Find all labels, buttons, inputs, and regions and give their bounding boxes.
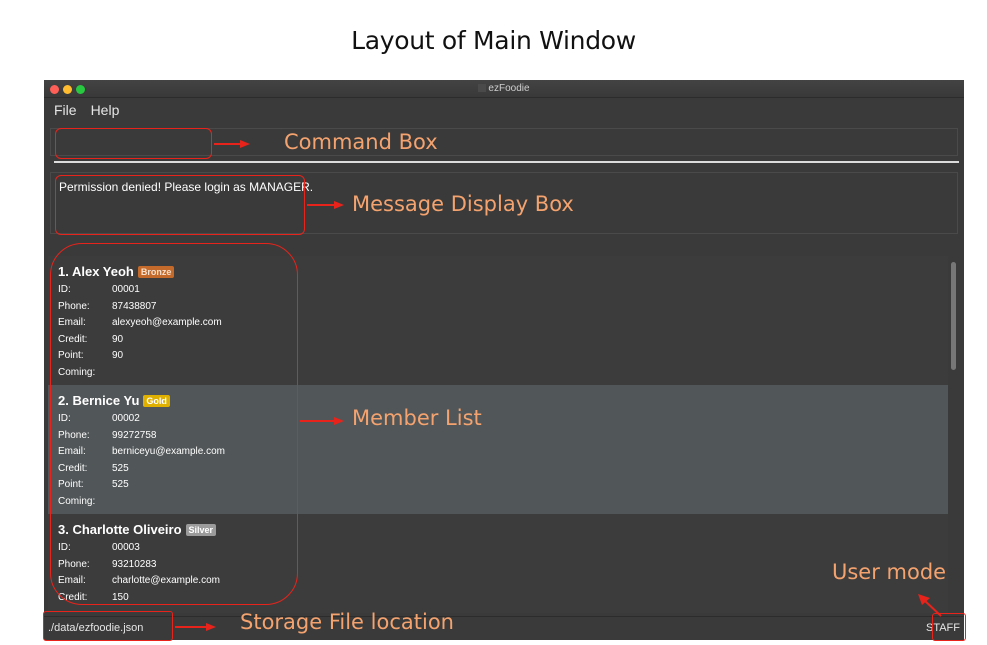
field-label: Point: (58, 479, 84, 490)
annotation-message-box: Message Display Box (352, 192, 574, 216)
app-icon (478, 84, 487, 92)
member-name: 3. Charlotte Oliveiro (58, 522, 182, 537)
window-title-text: ezFoodie (488, 83, 530, 94)
storage-highlight (43, 611, 173, 641)
menu-file[interactable]: File (54, 102, 77, 118)
field-label: Phone: (58, 429, 90, 441)
field-label: ID: (58, 542, 71, 553)
user-mode-indicator: STAFF (925, 622, 960, 634)
maximize-window-button[interactable] (76, 85, 85, 94)
member-email: charlotte@example.com (112, 575, 220, 586)
annotation-storage: Storage File location (240, 610, 454, 634)
message-text: Permission denied! Please login as MANAG… (59, 180, 314, 194)
scroll-thumb[interactable] (951, 262, 956, 370)
minimize-window-button[interactable] (63, 85, 72, 94)
app-window: ezFoodie File Help Permission denied! Pl… (44, 80, 964, 640)
message-display-box: Permission denied! Please login as MANAG… (50, 172, 958, 234)
field-label: Coming: (58, 366, 96, 378)
member-list[interactable]: 1. Alex Yeoh Bronze ID:00001 Phone:87438… (48, 256, 948, 613)
member-credit: 90 (112, 333, 124, 345)
member-id: 00002 (112, 413, 140, 424)
storage-file-path: ./data/ezfoodie.json (48, 622, 144, 634)
title-bar: ezFoodie (44, 80, 964, 98)
member-phone: 87438807 (112, 300, 157, 312)
member-list-scrollbar[interactable] (949, 256, 957, 613)
member-id: 00003 (112, 542, 140, 553)
field-label: Phone: (58, 558, 90, 570)
member-name: 2. Bernice Yu (58, 393, 140, 408)
member-phone: 99272758 (112, 429, 157, 441)
close-window-button[interactable] (50, 85, 59, 94)
member-email: berniceyu@example.com (112, 446, 225, 457)
separator-line (54, 161, 959, 163)
field-label: ID: (58, 413, 71, 424)
page-title: Layout of Main Window (351, 26, 636, 55)
tier-badge: Bronze (137, 265, 175, 278)
menu-bar: File Help (54, 102, 119, 118)
tier-badge: Silver (185, 523, 217, 536)
field-label: Credit: (58, 462, 88, 474)
menu-help[interactable]: Help (90, 102, 120, 118)
command-box-highlight (55, 128, 212, 159)
status-bar: ./data/ezfoodie.json STAFF (44, 616, 964, 640)
member-phone: 93210283 (112, 558, 157, 570)
member-id: 00001 (112, 284, 140, 295)
field-label: Coming: (58, 495, 96, 507)
tier-badge: Gold (143, 394, 170, 407)
field-label: Email: (58, 446, 86, 457)
field-label: Email: (58, 317, 86, 328)
window-title: ezFoodie (44, 83, 964, 94)
member-credit: 150 (112, 591, 129, 603)
command-box (50, 128, 958, 156)
member-credit: 525 (112, 462, 129, 474)
command-input[interactable] (51, 129, 957, 155)
field-label: Point: (58, 350, 84, 361)
field-label: Phone: (58, 300, 90, 312)
field-label: ID: (58, 284, 71, 295)
annotation-command-box: Command Box (284, 130, 438, 154)
annotation-user-mode: User mode (832, 560, 947, 584)
field-label: Credit: (58, 333, 88, 345)
member-email: alexyeoh@example.com (112, 317, 222, 328)
annotation-member-list: Member List (352, 406, 482, 430)
message-box-highlight (55, 175, 305, 235)
member-point: 525 (112, 479, 129, 490)
member-point: 90 (112, 350, 124, 361)
user-mode-highlight (932, 613, 966, 641)
member-list-highlight (50, 243, 298, 605)
member-card[interactable]: 2. Bernice Yu Gold ID: 00002 Phone: 992727… (48, 385, 948, 514)
